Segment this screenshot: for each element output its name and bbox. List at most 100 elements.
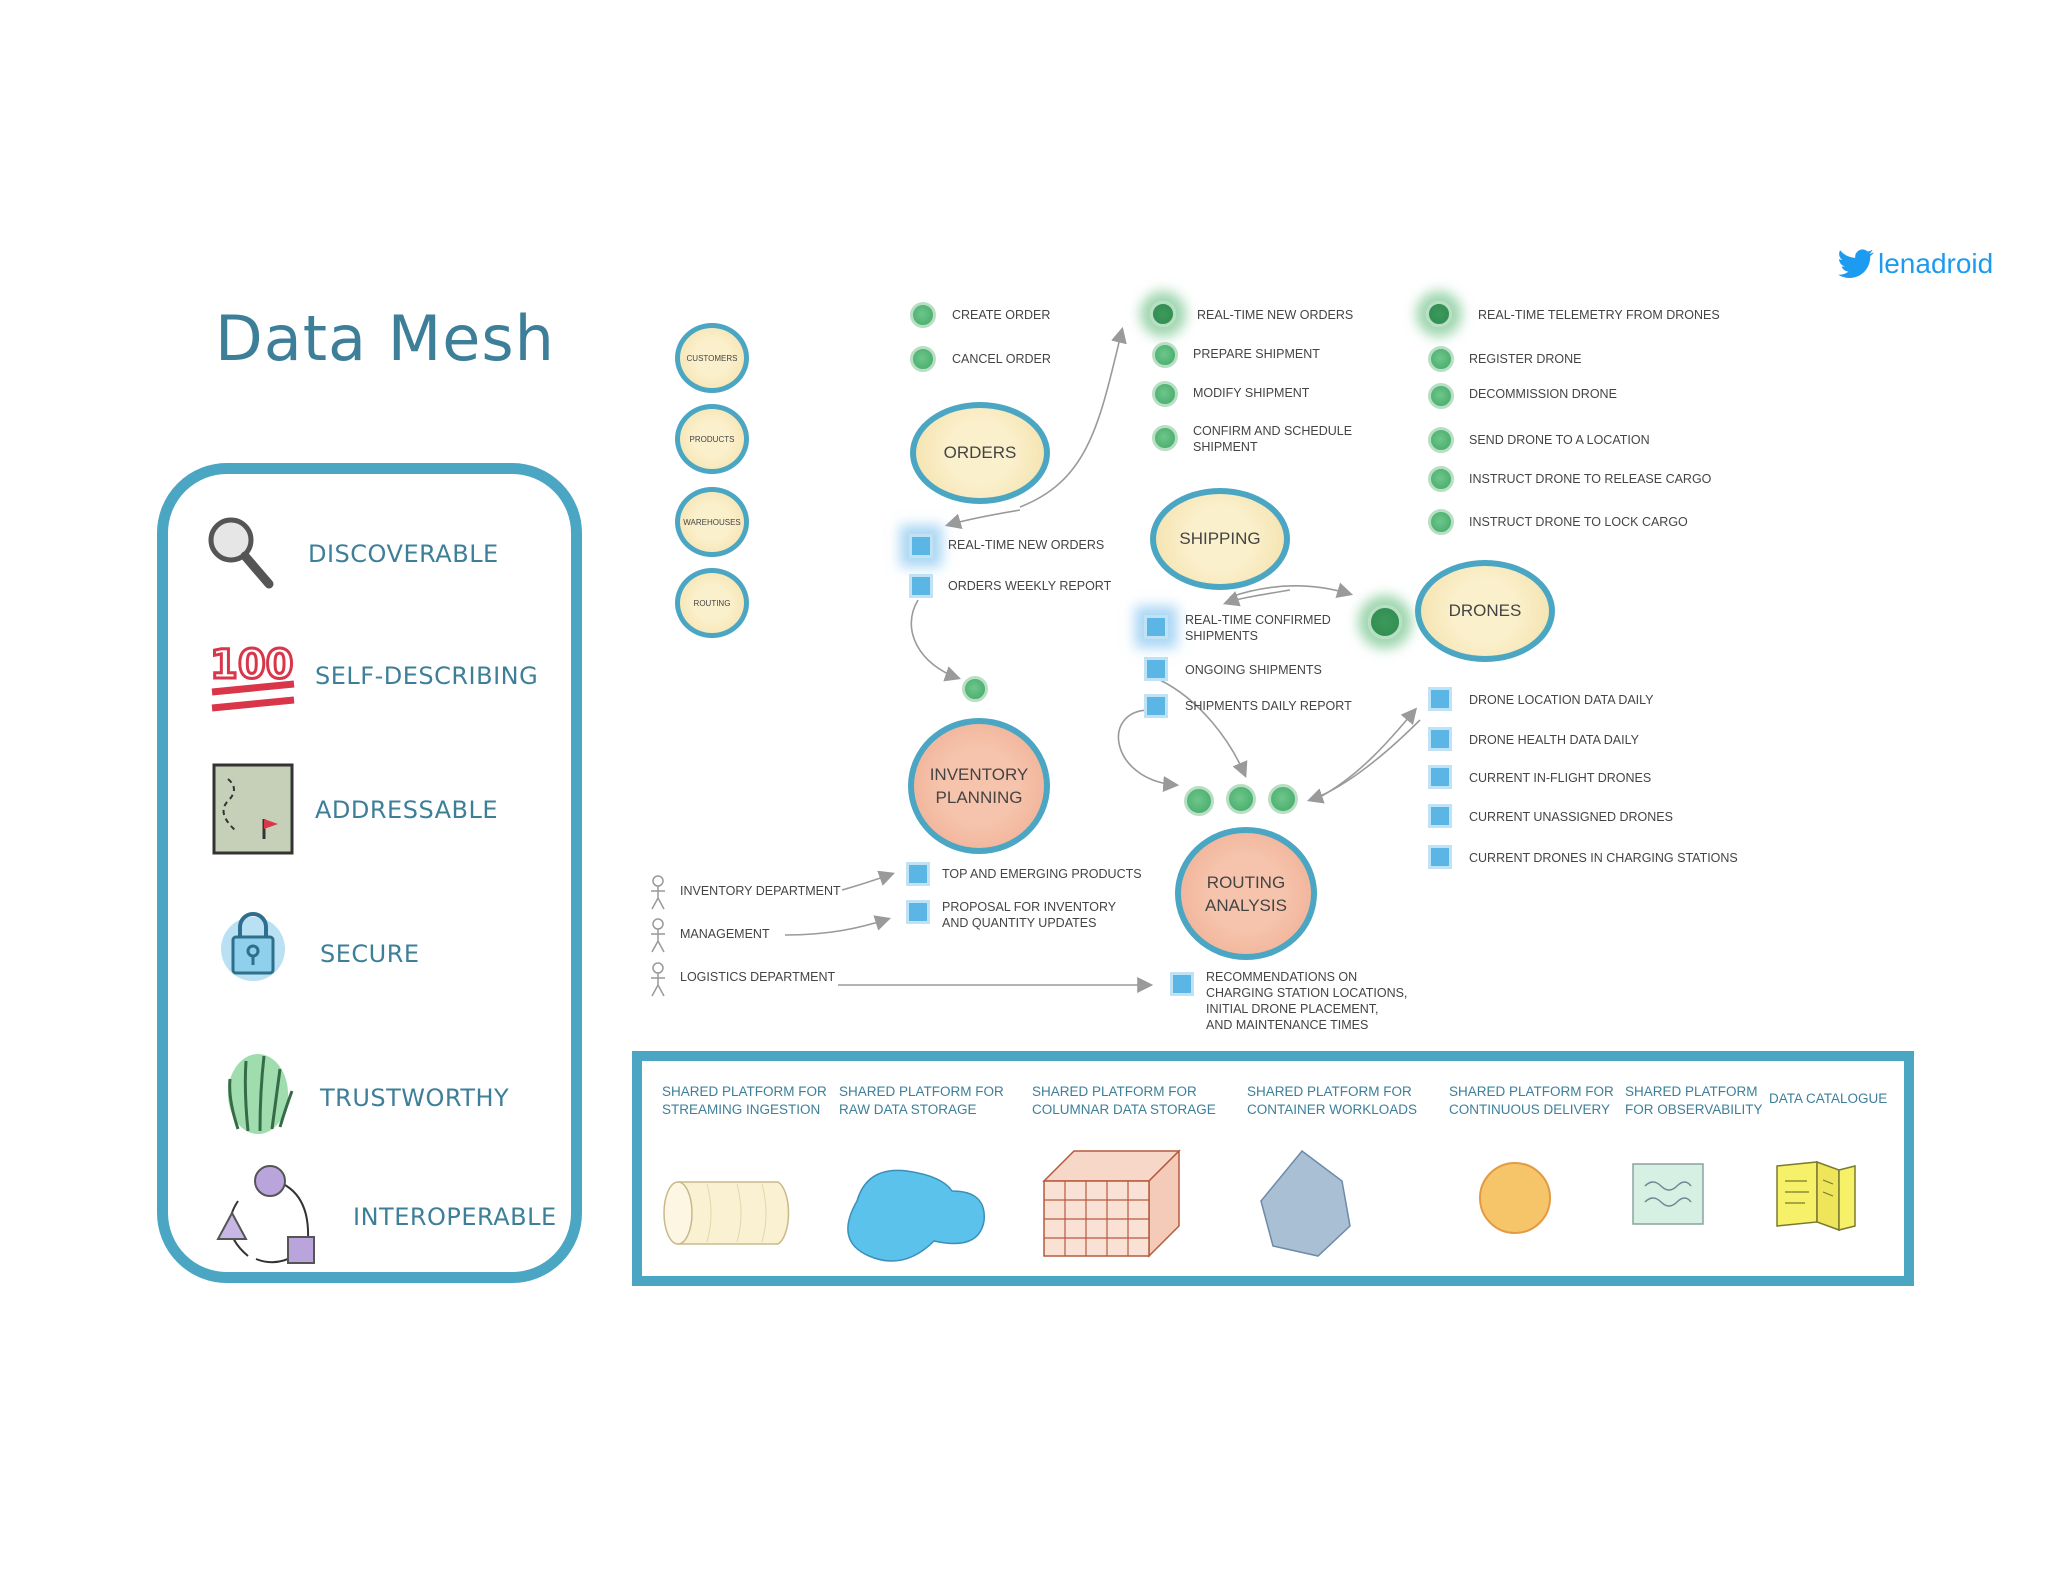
event-dot	[1150, 301, 1176, 327]
dataset-square	[909, 574, 933, 598]
platform-streaming-line1: SHARED PLATFORM FOR	[662, 1084, 827, 1099]
event-dot	[1184, 786, 1214, 816]
domain-node-routing-analysis[interactable]: ROUTING ANALYSIS	[1175, 827, 1317, 960]
event-dot	[1428, 383, 1454, 409]
platform-containers-line2: CONTAINER WORKLOADS	[1247, 1102, 1418, 1117]
routing-output-recommendations: RECOMMENDATIONS ON CHARGING STATION LOCA…	[1206, 969, 1407, 1033]
event-dot	[1152, 425, 1178, 451]
arrow-drones-routing	[1306, 719, 1421, 804]
platform-label-columnar: SHARED PLATFORM FOR COLUMNAR DATA STORAG…	[1032, 1083, 1216, 1119]
arrow-shipping-loop-right	[1159, 679, 1248, 778]
principle-label-trustworthy: TRUSTWORTHY	[320, 1084, 510, 1112]
shipping-output-realtime-confirmed: REAL-TIME CONFIRMED SHIPMENTS	[1185, 612, 1331, 644]
arrow-report-to-inventory	[910, 599, 962, 682]
shipping-output-confirmed-line1: REAL-TIME CONFIRMED	[1185, 613, 1331, 627]
drones-output-in-flight: CURRENT IN-FLIGHT DRONES	[1469, 771, 1652, 785]
event-dot	[1428, 427, 1454, 453]
drones-input-release-cargo: INSTRUCT DRONE TO RELEASE CARGO	[1469, 472, 1712, 486]
drones-input-send-location: SEND DRONE TO A LOCATION	[1469, 433, 1650, 447]
map-icon	[212, 763, 294, 855]
inventory-label-line1: INVENTORY	[929, 765, 1029, 784]
inventory-output-proposal: PROPOSAL FOR INVENTORY AND QUANTITY UPDA…	[942, 899, 1116, 931]
dataset-square	[906, 900, 930, 924]
platform-observability-line2: FOR OBSERVABILITY	[1625, 1102, 1763, 1117]
domain-node-shipping[interactable]: SHIPPING	[1150, 488, 1290, 590]
orders-input-create-order: CREATE ORDER	[952, 308, 1051, 322]
domain-node-drones[interactable]: DRONES	[1415, 560, 1555, 662]
platform-delivery-line2: CONTINUOUS DELIVERY	[1449, 1102, 1611, 1117]
platform-label-catalogue: DATA CATALOGUE	[1769, 1090, 1887, 1108]
inventory-proposal-line1: PROPOSAL FOR INVENTORY	[942, 900, 1117, 914]
chart-card-icon	[1632, 1163, 1704, 1225]
platform-columnar-line1: SHARED PLATFORM FOR	[1032, 1084, 1197, 1099]
routing-rec-line1: RECOMMENDATIONS ON	[1206, 970, 1358, 984]
arrow-management	[784, 915, 892, 936]
lock-icon	[221, 912, 285, 981]
source-node-products[interactable]: PRODUCTS	[675, 404, 749, 474]
hand-icon	[228, 1054, 294, 1134]
platform-label-delivery: SHARED PLATFORM FOR CONTINUOUS DELIVERY	[1449, 1083, 1614, 1119]
event-dot	[1152, 342, 1178, 368]
hundred-icon-text: 100	[210, 642, 294, 688]
dataset-square	[1144, 615, 1168, 639]
drones-input-lock-cargo: INSTRUCT DRONE TO LOCK CARGO	[1469, 515, 1688, 529]
grid-cube-icon	[1042, 1149, 1181, 1258]
routing-rec-line2: CHARGING STATION LOCATIONS,	[1206, 986, 1408, 1000]
inventory-proposal-line2: AND QUANTITY UPDATES	[942, 916, 1097, 930]
event-dot	[910, 302, 936, 328]
arrow-drones-shipping	[1222, 589, 1291, 607]
platform-label-raw: SHARED PLATFORM FOR RAW DATA STORAGE	[839, 1083, 1004, 1119]
dataset-square	[1428, 845, 1452, 869]
inventory-output-top-products: TOP AND EMERGING PRODUCTS	[942, 867, 1142, 881]
orders-output-weekly-report: ORDERS WEEKLY REPORT	[948, 579, 1112, 593]
shipping-input-confirm-line2: SHIPMENT	[1193, 440, 1258, 454]
event-dot	[1428, 466, 1454, 492]
dataset-square	[906, 862, 930, 886]
arrow-orders-to-shipping	[1019, 326, 1127, 508]
shipping-input-confirm-line1: CONFIRM AND SCHEDULE	[1193, 424, 1353, 438]
drones-input-decommission: DECOMMISSION DRONE	[1469, 387, 1617, 401]
event-dot	[1368, 605, 1402, 639]
domain-node-orders[interactable]: ORDERS	[910, 402, 1050, 504]
routing-label-line1: ROUTING	[1206, 872, 1286, 892]
blob-icon	[847, 1169, 985, 1262]
drones-output-charging: CURRENT DRONES IN CHARGING STATIONS	[1469, 851, 1738, 865]
source-node-customers[interactable]: CUSTOMERS	[675, 323, 749, 393]
event-dot	[1426, 301, 1452, 327]
consumer-management: MANAGEMENT	[680, 927, 770, 941]
arrow-inventory-dept	[841, 870, 896, 891]
platform-observability-line1: SHARED PLATFORM	[1625, 1084, 1758, 1099]
arrow-shipping-loop-left	[1117, 709, 1180, 792]
routing-rec-line4: AND MAINTENANCE TIMES	[1206, 1018, 1369, 1032]
person-icon	[651, 875, 665, 910]
twitter-handle[interactable]: lenadroid	[1838, 248, 1993, 280]
shipping-input-confirm-schedule: CONFIRM AND SCHEDULE SHIPMENT	[1193, 423, 1352, 455]
cylinder-icon	[663, 1181, 790, 1245]
platform-catalogue-line1: DATA CATALOGUE	[1769, 1091, 1888, 1106]
shipping-input-prepare-shipment: PREPARE SHIPMENT	[1193, 347, 1320, 361]
event-dot	[1152, 381, 1178, 407]
platform-label-streaming: SHARED PLATFORM FOR STREAMING INGESTION	[662, 1083, 827, 1119]
source-node-routing[interactable]: ROUTING	[675, 568, 749, 638]
orders-input-cancel-order: CANCEL ORDER	[952, 352, 1051, 366]
drones-output-unassigned: CURRENT UNASSIGNED DRONES	[1469, 810, 1673, 824]
domain-node-inventory-planning[interactable]: INVENTORY PLANNING	[908, 718, 1050, 854]
event-dot	[1268, 784, 1298, 814]
dataset-square	[909, 534, 933, 558]
drones-output-location-daily: DRONE LOCATION DATA DAILY	[1469, 693, 1654, 707]
shipping-input-modify-shipment: MODIFY SHIPMENT	[1193, 386, 1310, 400]
polygon-icon	[1260, 1149, 1351, 1257]
principle-label-addressable: ADDRESSABLE	[315, 796, 499, 824]
source-node-warehouses[interactable]: WAREHOUSES	[675, 487, 749, 557]
routing-label-line2: ANALYSIS	[1205, 895, 1287, 915]
principle-label-secure: SECURE	[320, 940, 420, 968]
catalogue-book-icon	[1776, 1160, 1856, 1232]
dataset-square	[1428, 804, 1452, 828]
hundred-icon: 100	[209, 641, 295, 712]
platform-streaming-line2: STREAMING INGESTION	[662, 1102, 821, 1117]
shipping-output-daily-report: SHIPMENTS DAILY REPORT	[1185, 699, 1352, 713]
shared-platform-panel: SHARED PLATFORM FOR STREAMING INGESTION …	[632, 1051, 1914, 1286]
platform-containers-line1: SHARED PLATFORM FOR	[1247, 1084, 1412, 1099]
dataset-square	[1170, 972, 1194, 996]
